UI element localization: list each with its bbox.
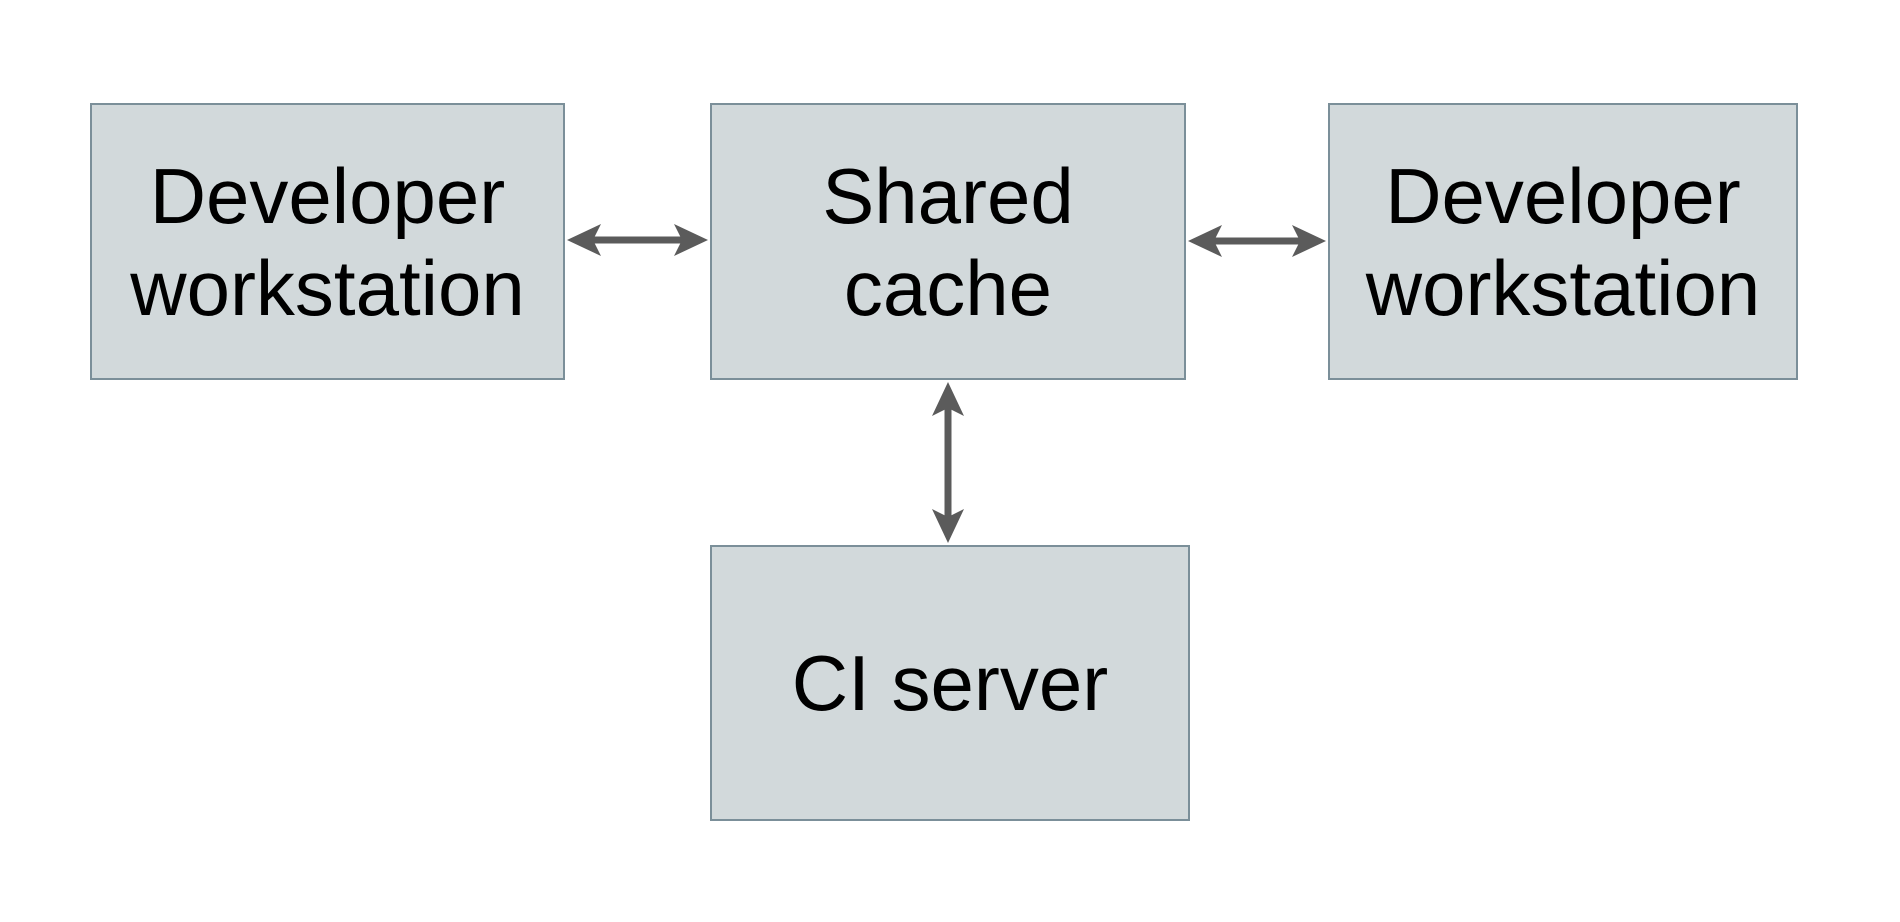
node-label-line: Shared (822, 151, 1074, 240)
bidirectional-arrow-cache-ci-server-icon (932, 382, 964, 543)
node-label-line: Developer (1385, 151, 1741, 240)
node-shared-cache: Shared cache (710, 103, 1186, 380)
node-label-line: cache (843, 243, 1053, 332)
node-developer-workstation-right: Developer workstation (1328, 103, 1798, 380)
node-label-line: CI server (791, 639, 1109, 727)
bidirectional-arrow-cache-right-workstation-icon (1188, 225, 1326, 257)
node-developer-workstation-left: Developer workstation (90, 103, 565, 380)
node-label-line: workstation (130, 243, 525, 332)
bidirectional-arrow-left-workstation-cache-icon (567, 224, 708, 256)
node-label-line: workstation (1365, 243, 1761, 332)
node-ci-server: CI server (710, 545, 1190, 821)
node-label-line: Developer (149, 151, 506, 240)
